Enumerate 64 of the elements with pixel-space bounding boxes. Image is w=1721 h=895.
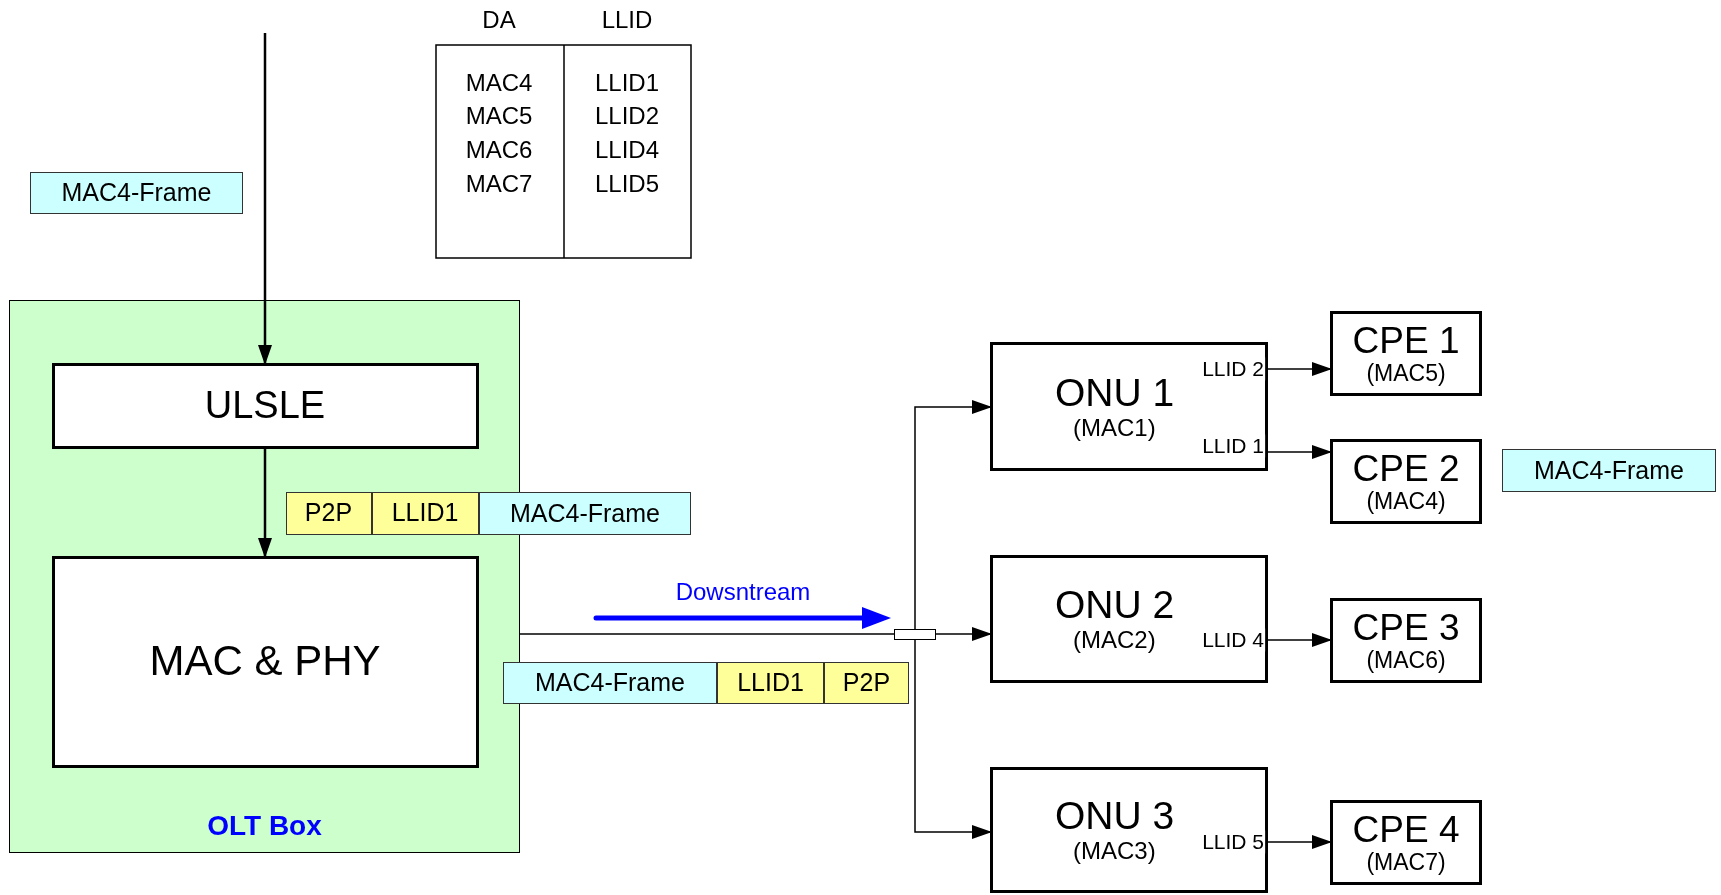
direction-label: Dowsntream bbox=[675, 578, 811, 606]
table-cell: MAC6 bbox=[465, 136, 533, 164]
node-title: ONU 1 bbox=[1055, 371, 1175, 415]
node-title: P2P bbox=[304, 499, 353, 527]
connector-line bbox=[519, 633, 895, 635]
node-title: CPE 1 bbox=[1352, 320, 1460, 362]
node-title: P2P bbox=[842, 669, 891, 697]
arrow bbox=[1267, 835, 1332, 849]
node-subtitle: (MAC6) bbox=[1366, 648, 1446, 674]
arrow bbox=[1267, 445, 1332, 459]
node-title: MAC & PHY bbox=[149, 638, 381, 685]
node-title: LLID1 bbox=[391, 499, 459, 527]
node-title: MAC4-Frame bbox=[510, 499, 660, 528]
cpe-box bbox=[1330, 439, 1482, 524]
node-title: ULSLE bbox=[204, 384, 326, 427]
table-cell: LLID4 bbox=[595, 136, 659, 164]
arrow bbox=[258, 33, 272, 365]
frame-field bbox=[479, 492, 691, 535]
arrow bbox=[1267, 633, 1332, 647]
function-block bbox=[51, 555, 479, 768]
arrow bbox=[935, 627, 992, 641]
node-subtitle: (MAC3) bbox=[1073, 838, 1156, 865]
node-title: LLID1 bbox=[737, 669, 804, 697]
frame-field bbox=[717, 662, 824, 704]
column-header: LLID bbox=[601, 6, 653, 34]
table-cell: MAC5 bbox=[465, 102, 533, 130]
table-cell: LLID2 bbox=[595, 102, 659, 130]
node-subtitle: (MAC7) bbox=[1366, 850, 1446, 876]
arrow bbox=[1267, 362, 1332, 376]
node-title: CPE 4 bbox=[1352, 809, 1460, 851]
arrow bbox=[258, 449, 272, 558]
node-title: ONU 2 bbox=[1055, 584, 1175, 628]
onu-box bbox=[990, 767, 1268, 893]
splitter-symbol bbox=[894, 629, 936, 640]
table-cell: LLID1 bbox=[595, 69, 659, 97]
frame-field bbox=[371, 491, 479, 535]
table-cell: LLID5 bbox=[595, 170, 659, 198]
column-header: DA bbox=[482, 6, 516, 34]
node-subtitle: (MAC2) bbox=[1073, 627, 1156, 654]
onu-box bbox=[990, 555, 1268, 683]
arrow bbox=[914, 400, 992, 630]
function-block bbox=[51, 362, 479, 449]
frame-field bbox=[824, 662, 909, 704]
node-title: OLT Box bbox=[207, 811, 322, 842]
node-subtitle: (MAC1) bbox=[1073, 414, 1156, 442]
frame-field bbox=[503, 662, 717, 704]
frame-field bbox=[285, 491, 372, 535]
table-cell: MAC4 bbox=[465, 69, 533, 97]
arrow bbox=[914, 639, 992, 839]
node-subtitle: (MAC5) bbox=[1366, 361, 1446, 387]
table-cell: MAC7 bbox=[465, 170, 533, 198]
cpe-box bbox=[1330, 311, 1482, 396]
node-title: MAC4-Frame bbox=[535, 669, 685, 697]
node-title: MAC4-Frame bbox=[61, 179, 212, 207]
node-title: CPE 2 bbox=[1352, 448, 1460, 490]
cpe-box bbox=[1330, 598, 1482, 683]
frame-field bbox=[1502, 449, 1716, 492]
frame-field bbox=[30, 172, 243, 214]
node-title: ONU 3 bbox=[1055, 795, 1175, 839]
node-title: MAC4-Frame bbox=[1534, 456, 1684, 485]
onu-box bbox=[990, 342, 1268, 471]
cpe-box bbox=[1330, 800, 1482, 885]
node-title: CPE 3 bbox=[1352, 607, 1460, 649]
node-subtitle: (MAC4) bbox=[1366, 489, 1446, 515]
